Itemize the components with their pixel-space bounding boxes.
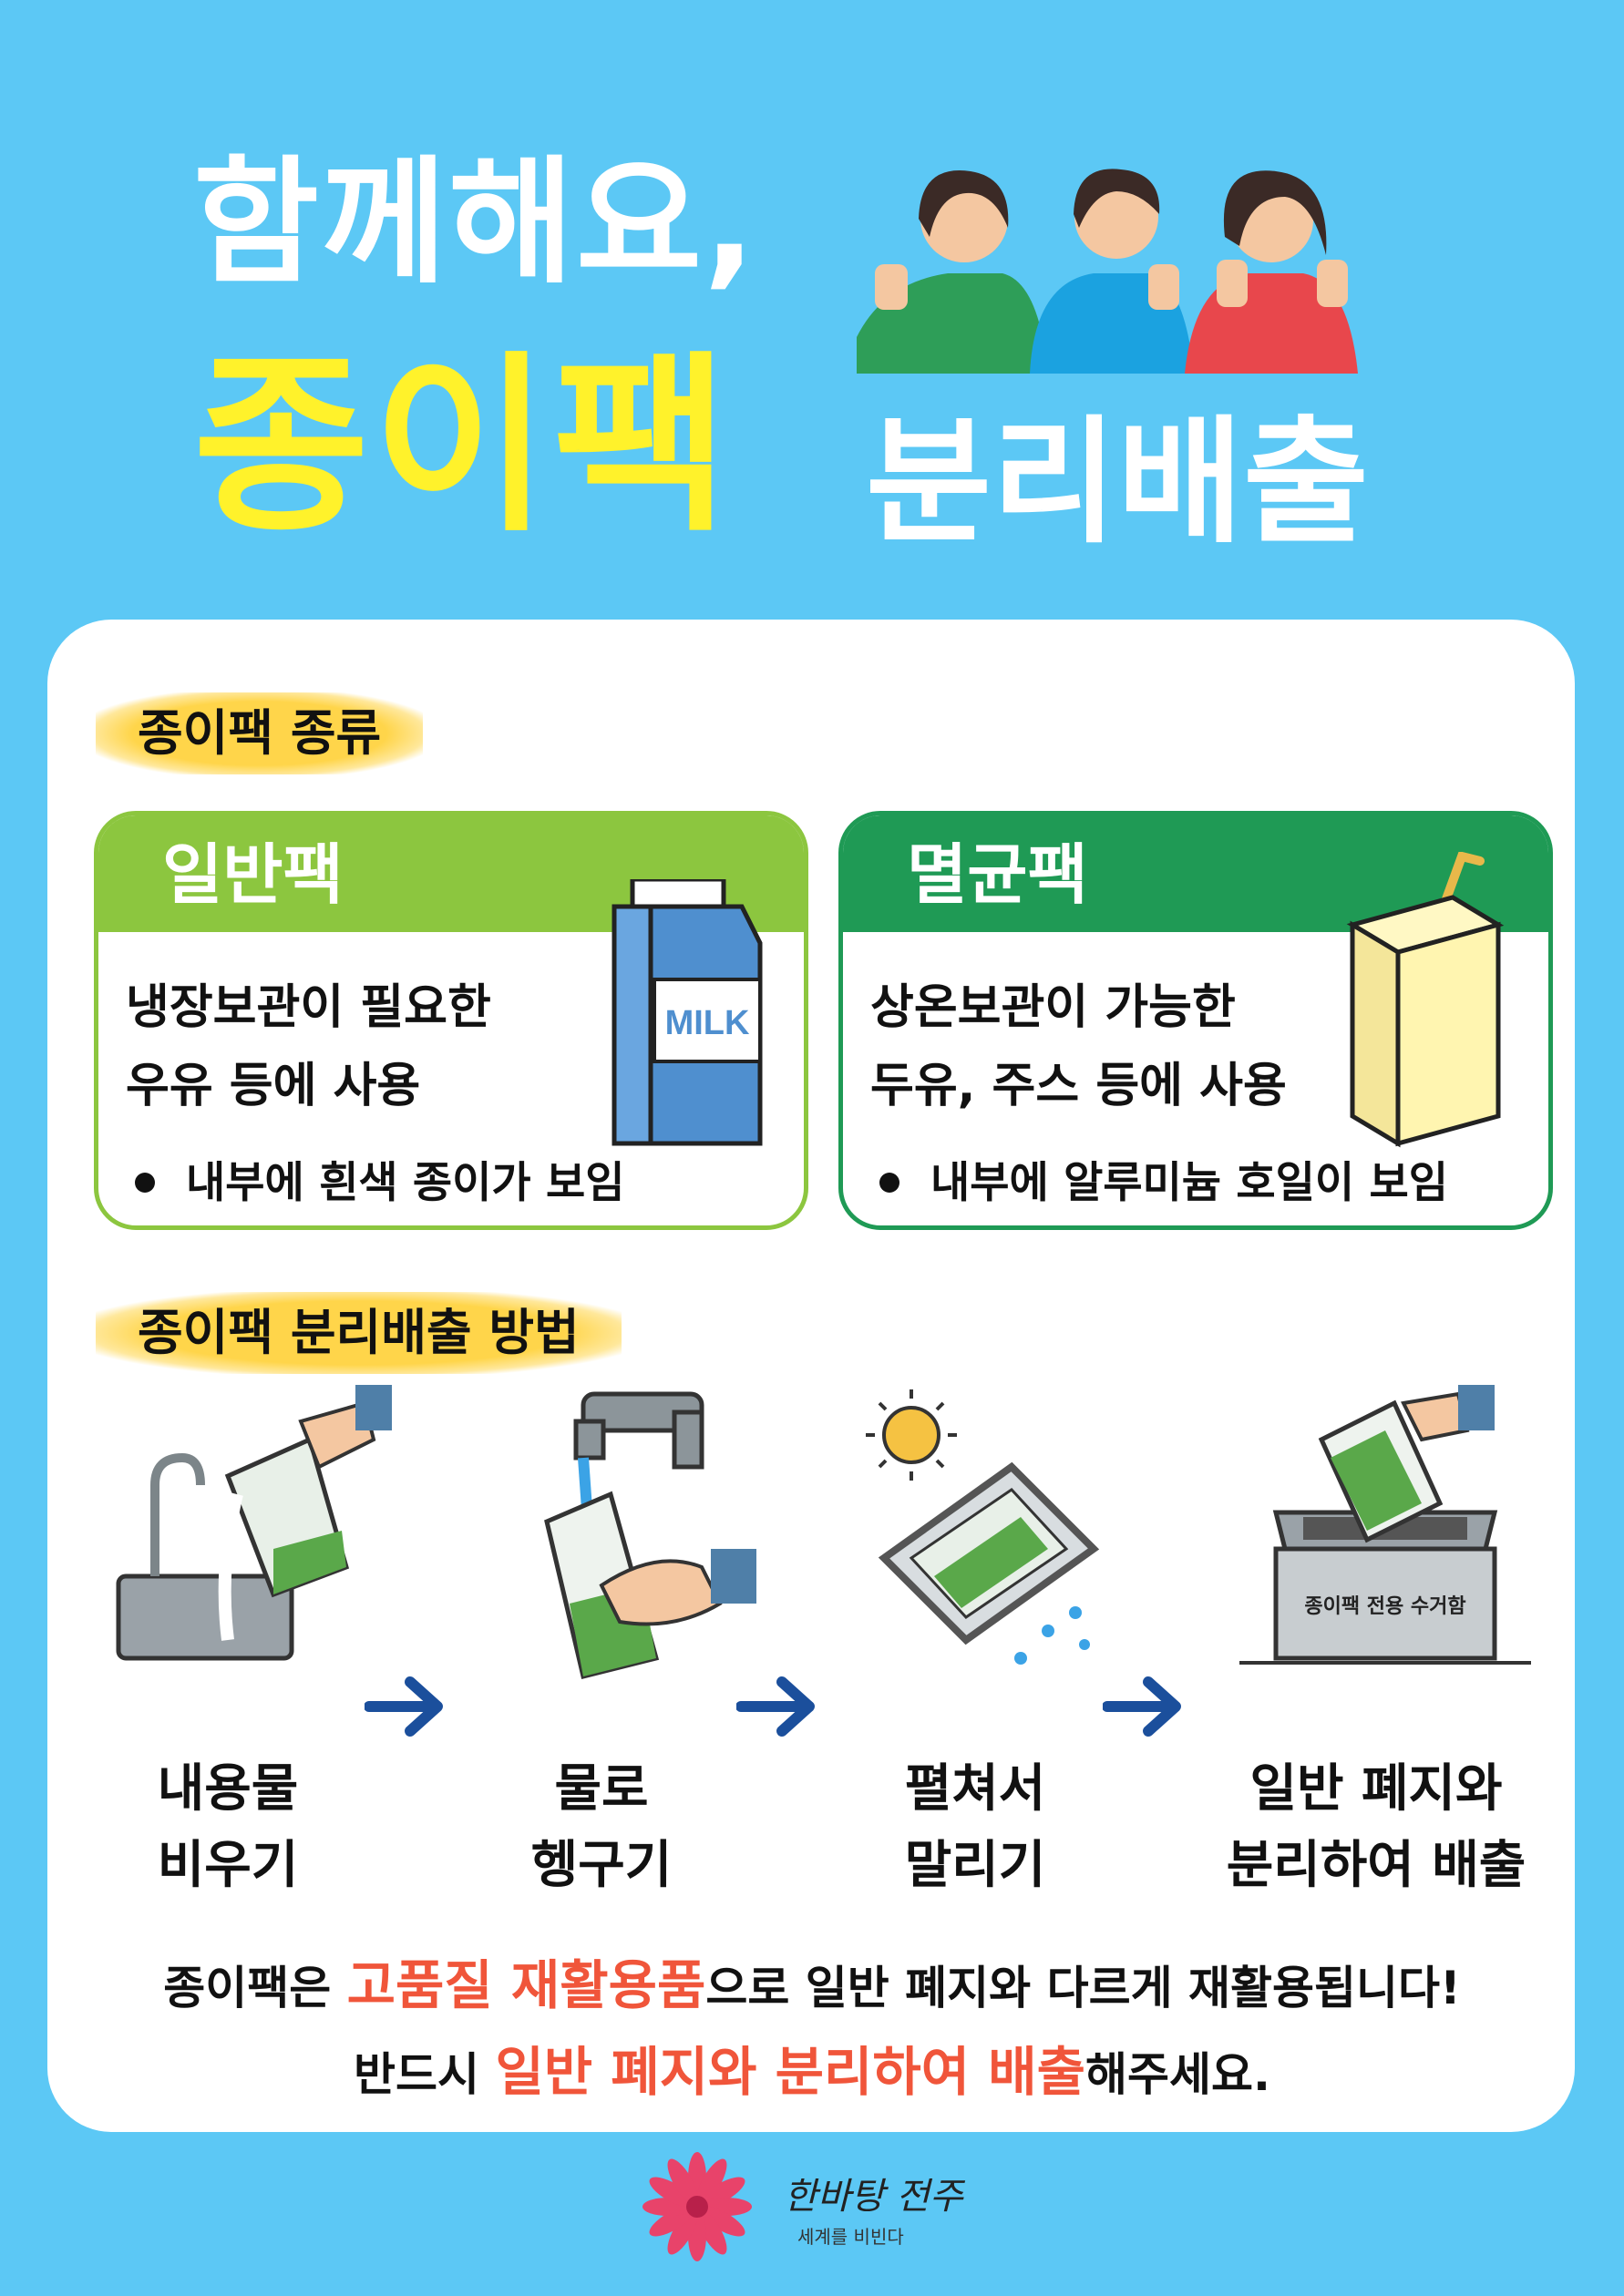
- note-highlight: 고품질 재활용품: [346, 1954, 706, 2016]
- title-highlight: 종이팩: [193, 334, 733, 558]
- logo-script: 한바탕 전주: [784, 2176, 966, 2218]
- step-label-empty: 내용물 비우기: [73, 1751, 383, 1904]
- step-label-rinse: 물로 헹구기: [447, 1751, 756, 1904]
- footer-note-line2: 반드시 일반 폐지와 분리하여 배출해주세요.: [0, 2045, 1624, 2098]
- note-text: 종이팩은: [163, 1962, 347, 2014]
- note-highlight: 일반 폐지와 분리하여 배출: [495, 2041, 1085, 2103]
- step-label-line2: 말리기: [904, 1836, 1046, 1895]
- note-text: 해주세요.: [1084, 2048, 1270, 2101]
- section-heading-types: 종이팩 종류: [96, 692, 424, 774]
- step-label-line1: 일반 폐지와: [1249, 1759, 1503, 1819]
- sterile-pack-desc-line2: 두유, 주스 등에 사용: [870, 1059, 1287, 1113]
- sterile-pack-desc: 상온보관이 가능한 두유, 주스 등에 사용: [870, 969, 1287, 1125]
- title-line1: 함께해요,: [193, 144, 757, 302]
- note-text: 으로 일반 폐지와 다르게 재활용됩니다!: [705, 1962, 1461, 2014]
- thumbs-up-people-illustration: [857, 169, 1358, 374]
- milk-label: MILK: [665, 1004, 750, 1042]
- title-rest: 분리배출: [866, 404, 1370, 562]
- sterile-pack-desc-line1: 상온보관이 가능한: [870, 980, 1236, 1035]
- jeonju-city-logo: 한바탕 전주 세계를 비빈다: [642, 2152, 966, 2261]
- empty-contents-illustration: [116, 1385, 392, 1661]
- general-pack-bullet-text: 내부에 흰색 종이가 보임: [186, 1158, 625, 1208]
- arrow-right-icon: [1103, 1676, 1181, 1737]
- step-label-dispose: 일반 폐지와 분리하여 배출: [1208, 1751, 1545, 1904]
- step-label-line1: 내용물: [157, 1759, 299, 1819]
- bullet-dot-icon: [879, 1172, 899, 1193]
- step-label-line1: 펼쳐서: [904, 1759, 1046, 1819]
- arrow-right-icon: [736, 1676, 815, 1737]
- general-pack-bullet: 내부에 흰색 종이가 보임: [135, 1162, 625, 1204]
- general-pack-title: 일반팩: [98, 815, 804, 932]
- step-label-line2: 헹구기: [530, 1836, 673, 1895]
- unfold-and-dry-illustration: [866, 1389, 1100, 1665]
- general-pack-desc: 냉장보관이 필요한 우유 등에 사용: [126, 969, 491, 1125]
- step-label-line2: 분리하여 배출: [1226, 1836, 1526, 1895]
- juice-carton-icon: [1346, 852, 1505, 1148]
- general-pack-desc-line1: 냉장보관이 필요한: [126, 980, 491, 1035]
- milk-carton-icon: MILK: [612, 879, 763, 1146]
- note-text: 반드시: [354, 2048, 496, 2101]
- sterile-pack-bullet: 내부에 알루미늄 호일이 보임: [879, 1162, 1448, 1204]
- arrow-right-icon: [365, 1676, 443, 1737]
- step-label-dry: 펼쳐서 말리기: [820, 1751, 1130, 1904]
- logo-slogan: 세계를 비빈다: [797, 2226, 904, 2248]
- section-heading-method: 종이팩 분리배출 방법: [96, 1292, 622, 1374]
- general-pack-box: 일반팩 냉장보관이 필요한 우유 등에 사용 내부에 흰색 종이가 보임 MIL…: [94, 811, 808, 1230]
- sterile-pack-bullet-text: 내부에 알루미늄 호일이 보임: [930, 1158, 1448, 1208]
- footer-note-line1: 종이팩은 고품질 재활용품으로 일반 폐지와 다르게 재활용됩니다!: [0, 1959, 1624, 2012]
- bin-label: 종이팩 전용 수거함: [1304, 1595, 1465, 1618]
- step-label-line1: 물로: [554, 1759, 649, 1819]
- recycling-bin-illustration: 종이팩 전용 수거함: [1239, 1385, 1531, 1665]
- general-pack-desc-line2: 우유 등에 사용: [126, 1059, 421, 1113]
- step-label-line2: 비우기: [157, 1836, 299, 1895]
- rinse-with-water-illustration: [544, 1391, 756, 1680]
- sterile-pack-box: 멸균팩 상온보관이 가능한 두유, 주스 등에 사용 내부에 알루미늄 호일이 …: [838, 811, 1553, 1230]
- bullet-dot-icon: [135, 1172, 155, 1193]
